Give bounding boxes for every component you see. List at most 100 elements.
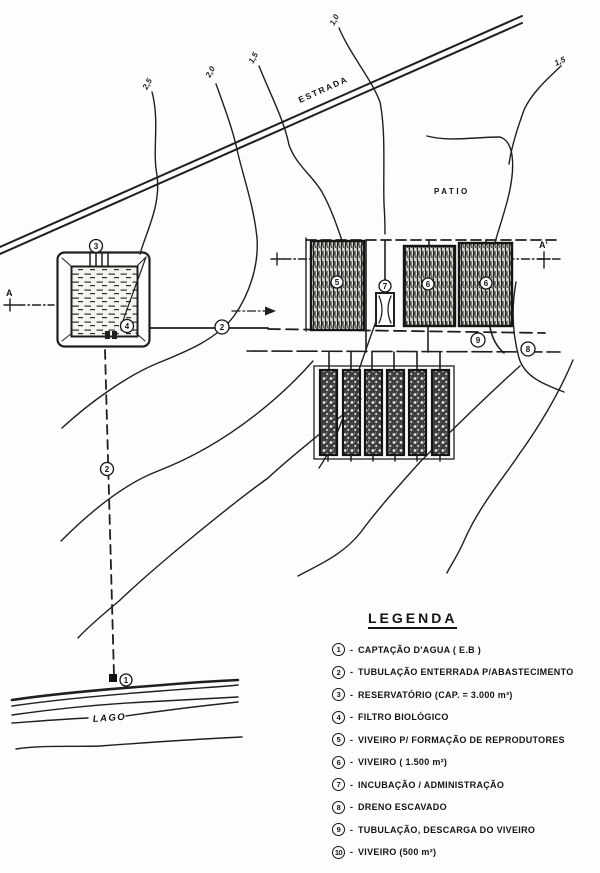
callout-supply-pipe: 2 (214, 319, 230, 335)
legend-item: 1 - CAPTAÇÃO D'AGUA ( E.B ) (332, 643, 598, 656)
callout-biofilter: 4 (119, 318, 135, 334)
small-pond (341, 368, 362, 457)
legend-separator: - (350, 757, 353, 767)
callout-discharge: 9 (470, 332, 486, 348)
reservoir (56, 251, 151, 348)
callout-drain: 8 (520, 341, 536, 357)
legend-item-label: TUBULAÇÃO, DESCARGA DO VIVEIRO (358, 824, 536, 835)
contour-line (258, 65, 348, 257)
contour-line (297, 365, 521, 577)
pond-large (402, 244, 457, 328)
legend-item-number: 6 (332, 755, 345, 769)
callout-breeder-pond: 5 (330, 275, 344, 289)
inlet-comb (89, 253, 109, 267)
legend-item-label: RESERVATÓRIO (CAP. = 3.000 m³) (358, 689, 513, 700)
patio-label: PATIO (434, 187, 470, 196)
legend-item-number: 8 (332, 800, 345, 814)
callout-number: 6 (426, 280, 431, 289)
contour-elevation-label: 2,0 (203, 64, 217, 79)
legend: LEGENDA 1 - CAPTAÇÃO D'AGUA ( E.B ) 2 - … (332, 610, 598, 868)
callout-number: 2 (105, 465, 110, 474)
legend-separator: - (350, 689, 353, 700)
contour-line (426, 135, 514, 244)
legend-item-label: INCUBAÇÃO / ADMINISTRAÇÃO (358, 779, 505, 790)
lake-shore (11, 684, 239, 707)
lake-shore (11, 701, 239, 724)
callout-pond-6b: 6 (479, 276, 493, 290)
buried-supply-pipe (104, 349, 115, 677)
legend-separator: - (350, 802, 353, 812)
callout-pond-6a: 6 (421, 277, 435, 291)
section-cross (537, 251, 551, 269)
legend-item-number: 5 (332, 733, 345, 746)
incubation-building (375, 292, 395, 327)
small-pond (385, 368, 406, 457)
contour-line (338, 27, 386, 235)
lake-label: LAGO (92, 712, 126, 725)
callout-number: 9 (476, 336, 481, 345)
lake-shore (10, 678, 240, 702)
legend-item: 9 - TUBULAÇÃO, DESCARGA DO VIVEIRO (332, 823, 598, 836)
supply-pipe-dashed (267, 328, 546, 334)
legend-item: 3 - RESERVATÓRIO (CAP. = 3.000 m³) (332, 688, 598, 701)
contour-line (61, 83, 258, 429)
contour-elevation-label: 1,0 (328, 12, 341, 27)
legend-item: 10 - VIVEIRO (500 m²) (332, 845, 598, 859)
legend-item-label: VIVEIRO (500 m²) (358, 847, 437, 857)
legend-separator: - (350, 734, 353, 745)
section-cross (270, 252, 284, 266)
callout-number: 3 (94, 242, 99, 251)
outlet-structure (112, 331, 117, 339)
legend-item-number: 2 (332, 665, 345, 679)
pond-large (457, 241, 514, 328)
callout-number: 8 (526, 345, 531, 354)
drain-line (246, 350, 561, 353)
legend-item: 8 - DRENO ESCAVADO (332, 800, 598, 814)
contour-elevation-label: 1,5 (553, 55, 567, 68)
small-pond (363, 368, 384, 457)
callout-number: 6 (484, 279, 489, 288)
outlet-structure (105, 331, 110, 339)
callout-incubation: 7 (378, 279, 392, 293)
legend-item-number: 7 (332, 778, 345, 791)
legend-separator: - (350, 667, 353, 677)
callout-number: 2 (220, 323, 225, 332)
road-label: ESTRADA (297, 74, 350, 105)
small-pond-enclosure (313, 365, 455, 460)
section-a-prime-label: A' (539, 240, 548, 250)
legend-item-number: 10 (332, 845, 345, 859)
callout-buried-pipe: 2 (99, 461, 115, 477)
legend-title: LEGENDA (368, 610, 458, 629)
contour-elevation-label: 1,5 (247, 50, 260, 65)
contour-line (77, 398, 362, 639)
contour-line (139, 91, 159, 255)
lake-shore (15, 736, 243, 750)
road (0, 15, 523, 255)
lake (10, 674, 243, 750)
legend-item-label: FILTRO BIOLÓGICO (358, 712, 449, 722)
reservoir-outer-wall (56, 251, 151, 348)
legend-separator: - (350, 847, 353, 857)
small-pond-outlets (327, 454, 441, 462)
callout-number: 1 (124, 676, 129, 685)
section-a-label: A (6, 288, 13, 298)
legend-item: 4 - FILTRO BIOLÓGICO (332, 710, 598, 724)
legend-item-number: 9 (332, 823, 345, 836)
ponds (309, 239, 514, 462)
callout-water-intake: 1 (119, 673, 133, 687)
legend-item: 2 - TUBULAÇÃO ENTERRADA P/ABASTECIMENTO (332, 665, 598, 679)
callout-number: 5 (335, 278, 340, 287)
legend-item: 7 - INCUBAÇÃO / ADMINISTRAÇÃO (332, 778, 598, 791)
small-pond (430, 368, 451, 457)
legend-item-label: DRENO ESCAVADO (358, 802, 447, 812)
legend-item-label: VIVEIRO ( 1.500 m²) (358, 757, 448, 767)
small-pond (407, 368, 428, 457)
legend-separator: - (350, 644, 353, 655)
legend-item-number: 3 (332, 688, 345, 701)
contour-elevation-label: 2,5 (140, 76, 154, 91)
callout-reservoir: 3 (88, 238, 104, 254)
road-edge (0, 22, 523, 255)
section-markers (3, 251, 561, 312)
